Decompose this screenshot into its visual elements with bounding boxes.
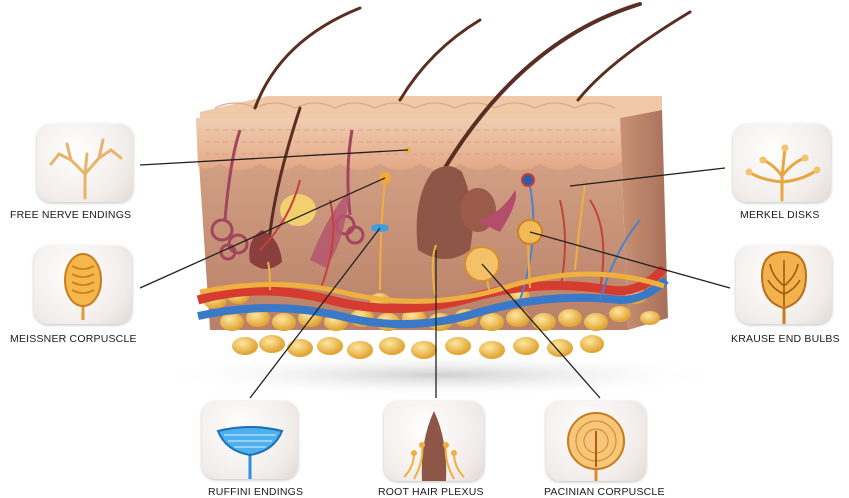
pacinian-corpuscle-tile xyxy=(546,401,646,481)
krause-end-bulbs-tile xyxy=(736,246,832,324)
ruffini-endings-icon xyxy=(202,401,298,479)
ruffini-endings-tile xyxy=(202,401,298,479)
merkel-in-skin xyxy=(522,174,534,186)
merkel-disks-icon xyxy=(733,124,831,202)
krause-end-bulbs-label: KRAUSE END BULBS xyxy=(731,333,840,345)
root-hair-plexus-label: ROOT HAIR PLEXUS xyxy=(378,486,484,498)
pacinian-corpuscle-icon xyxy=(546,401,646,481)
pacinian-corpuscle-label: PACINIAN CORPUSCLE xyxy=(544,486,665,498)
free-nerve-endings-label: FREE NERVE ENDINGS xyxy=(10,209,131,221)
merkel-disks-label: MERKEL DISKS xyxy=(740,209,820,221)
krause-end-bulbs-icon xyxy=(736,246,832,324)
epidermis-layer xyxy=(196,118,622,170)
meissner-corpuscle-icon xyxy=(34,246,132,324)
root-hair-plexus-tile xyxy=(384,401,484,481)
free-nerve-endings-icon xyxy=(37,124,133,202)
block-shadow xyxy=(150,353,730,397)
ruffini-endings-label: RUFFINI ENDINGS xyxy=(208,486,303,498)
free-nerve-endings-tile xyxy=(37,124,133,202)
fatty-cluster xyxy=(280,194,316,226)
merkel-disks-tile xyxy=(733,124,831,202)
root-hair-plexus-icon xyxy=(384,401,484,481)
meissner-corpuscle-tile xyxy=(34,246,132,324)
meissner-corpuscle-label: MEISSNER CORPUSCLE xyxy=(10,333,137,345)
skin-surface-top xyxy=(200,96,662,118)
